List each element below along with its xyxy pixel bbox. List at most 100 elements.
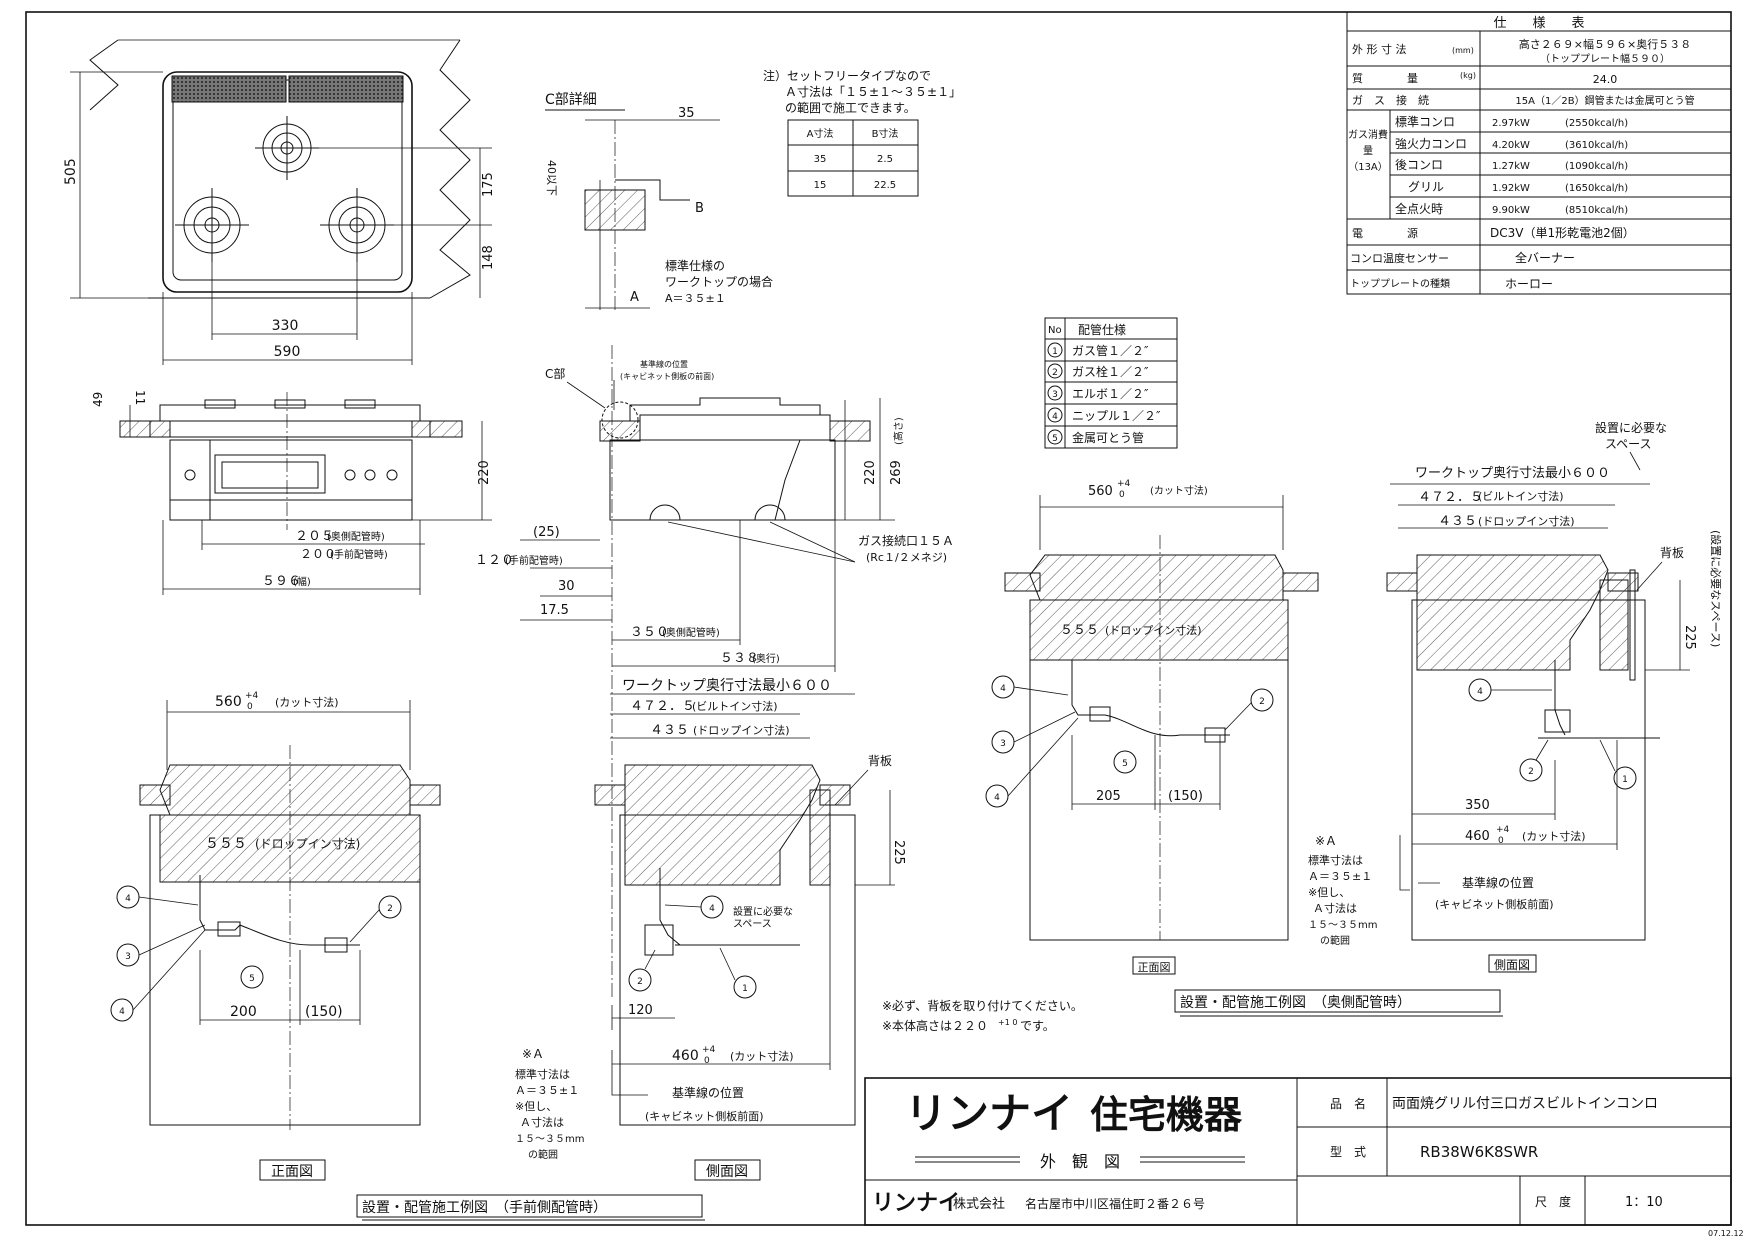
side2-std3: ※但し、 bbox=[1308, 886, 1350, 899]
piping-header-spec: 配管仕様 bbox=[1078, 322, 1126, 337]
piping-item: ガス管１／２″ bbox=[1072, 343, 1149, 358]
side2-ref2: (キャビネット側板前面) bbox=[1435, 897, 1554, 911]
spec-gas-row-kw: 4.20kW bbox=[1492, 140, 1530, 151]
spec-gas-row-kw: 2.97kW bbox=[1492, 118, 1530, 129]
note-height-end: です。 bbox=[1020, 1019, 1055, 1033]
spec-gas-row-kcal: (2550kcal/h) bbox=[1565, 118, 1628, 129]
caption-front: 設置・配管施工例図 （手前側配管時） bbox=[362, 1199, 607, 1216]
front-d2: (150) bbox=[305, 1004, 343, 1020]
product-name-value: 両面焼グリル付三口ガスビルトインコンロ bbox=[1392, 1096, 1658, 1112]
dim-200: ２００ bbox=[300, 547, 336, 561]
spec-gas-row-kw: 1.27kW bbox=[1492, 161, 1530, 172]
side2-cut: 460 bbox=[1465, 829, 1490, 844]
front2-cut-tol: +4 bbox=[1117, 479, 1131, 489]
detail-c-title: C部詳細 bbox=[545, 92, 597, 108]
dim-505: 505 bbox=[63, 158, 79, 185]
detail-c-40: 40以下 bbox=[545, 160, 558, 196]
side-dropin-note: (ドロップイン寸法) bbox=[693, 723, 790, 737]
side2-builtin: ４７２．５ bbox=[1418, 490, 1483, 505]
piping-item: ガス栓１／２″ bbox=[1072, 364, 1149, 379]
spec-size-label: 外 形 寸 法 bbox=[1352, 42, 1407, 56]
ref-line-note: (キャビネット側板の前面) bbox=[620, 371, 714, 381]
front-cut-tol2: 0 bbox=[247, 702, 253, 712]
front2-drop: ５５５ bbox=[1060, 623, 1099, 638]
front2-d2: (150) bbox=[1168, 789, 1203, 804]
model-label: 型 式 bbox=[1330, 1145, 1366, 1159]
side2-view-caption: 側面図 bbox=[1494, 958, 1530, 972]
side2-ref1: 基準線の位置 bbox=[1462, 875, 1534, 890]
side2-std6: の範囲 bbox=[1320, 934, 1350, 947]
side2-cut-note: (カット寸法) bbox=[1522, 829, 1586, 843]
front2-cut-tol2: 0 bbox=[1119, 490, 1125, 500]
model-value: RB38W6K8SWR bbox=[1420, 1143, 1538, 1161]
product-name-label: 品 名 bbox=[1330, 1096, 1366, 1111]
spec-sensor-value: 全バーナー bbox=[1515, 250, 1575, 265]
dim-30: 30 bbox=[558, 579, 575, 594]
note-a-cell: 2.5 bbox=[877, 154, 893, 165]
front-drop: ５５５ bbox=[205, 836, 247, 852]
spec-title: 仕 様 表 bbox=[1493, 16, 1584, 31]
side-225: 225 bbox=[891, 840, 906, 865]
piping-no: 1 bbox=[1052, 347, 1058, 357]
detail-c-a: A bbox=[630, 290, 639, 305]
side-builtin: ４７２．５ bbox=[630, 699, 695, 714]
detail-c-note3: A＝３５±１ bbox=[665, 292, 726, 305]
callout-2: 2 bbox=[637, 977, 643, 987]
detail-c-b: B bbox=[695, 201, 704, 216]
spec-gas-row-kcal: (8510kcal/h) bbox=[1565, 205, 1628, 216]
dim-330: 330 bbox=[272, 318, 299, 334]
detail-c: C部詳細 35 40以下 B A 標準仕様の ワークトップの場合 A＝３５±１ bbox=[545, 92, 773, 310]
spec-gas-row-label: 全点火時 bbox=[1395, 201, 1443, 216]
spec-gas-row-kcal: (1090kcal/h) bbox=[1565, 161, 1628, 172]
note-a-line3: の範囲で施工できます。 bbox=[785, 100, 916, 115]
spec-gas-row-label: 標準コンロ bbox=[1395, 114, 1455, 129]
piping-header-no: No bbox=[1048, 325, 1062, 336]
dim-49: 49 bbox=[91, 392, 105, 407]
note-a-col-b: B寸法 bbox=[872, 127, 899, 140]
callout-4: 4 bbox=[119, 1007, 125, 1017]
spec-power-label: 電 源 bbox=[1352, 226, 1418, 240]
callout-3: 3 bbox=[125, 952, 131, 962]
side-view-caption: 側面図 bbox=[706, 1164, 748, 1180]
side-dim-269: 269 bbox=[889, 460, 904, 485]
dim-175: 175 bbox=[481, 172, 496, 197]
callout-4: 4 bbox=[1477, 687, 1483, 697]
burner-rear bbox=[255, 116, 319, 180]
piping-item: 金属可とう管 bbox=[1072, 430, 1144, 445]
piping-no: 4 bbox=[1052, 412, 1058, 422]
scale-label: 尺 度 bbox=[1535, 1194, 1571, 1209]
dim-596: ５９６ bbox=[262, 574, 301, 589]
callout-2: 2 bbox=[1528, 767, 1534, 777]
gas-inlet-label: ガス接続口１５Ａ bbox=[858, 533, 954, 548]
company-logo: リンナイ bbox=[872, 1191, 960, 1216]
dim-220: 220 bbox=[477, 460, 492, 485]
side-std2: Ａ＝３５±１ bbox=[515, 1084, 579, 1097]
spec-gas-row-kcal: (1650kcal/h) bbox=[1565, 183, 1628, 194]
detail-c-35: 35 bbox=[678, 106, 695, 121]
front2-d1: 205 bbox=[1096, 789, 1121, 804]
front-cut: 560 bbox=[215, 694, 242, 710]
callout-2: 2 bbox=[387, 904, 393, 914]
note-height: ※本体高さは２２０ bbox=[882, 1018, 988, 1033]
front2-drop-note: (ドロップイン寸法) bbox=[1105, 623, 1202, 637]
side-cut: 460 bbox=[672, 1048, 699, 1064]
side2-star-a: ※Ａ bbox=[1315, 834, 1337, 848]
callout-5: 5 bbox=[249, 974, 255, 984]
side2-350: 350 bbox=[1465, 798, 1490, 813]
side-star-a: ※Ａ bbox=[522, 1047, 544, 1061]
dim-200-note: (手前配管時) bbox=[330, 548, 388, 561]
dim-538-note: (奥行) bbox=[752, 652, 780, 665]
spec-gas-row-kw: 9.90kW bbox=[1492, 205, 1530, 216]
spec-size-value: 高さ２６９×幅５９６×奥行５３８ bbox=[1519, 37, 1691, 51]
spec-table: 仕 様 表 外 形 寸 法 (mm) 高さ２６９×幅５９６×奥行５３８ （トップ… bbox=[1346, 11, 1732, 295]
side2-cut-tol2: 0 bbox=[1498, 836, 1504, 846]
side-ref2: (キャビネット側板前面) bbox=[645, 1109, 764, 1123]
spec-mass-label: 質 量 bbox=[1352, 71, 1418, 85]
spec-gas-value: 15A（1／2B）鋼管または金属可とう管 bbox=[1515, 94, 1694, 107]
side-120: 120 bbox=[628, 1003, 653, 1018]
callout-4: 4 bbox=[125, 894, 131, 904]
side2-back: 背板 bbox=[1660, 546, 1684, 560]
control-knobs bbox=[184, 469, 398, 481]
front-cut-tol: +4 bbox=[245, 691, 259, 701]
